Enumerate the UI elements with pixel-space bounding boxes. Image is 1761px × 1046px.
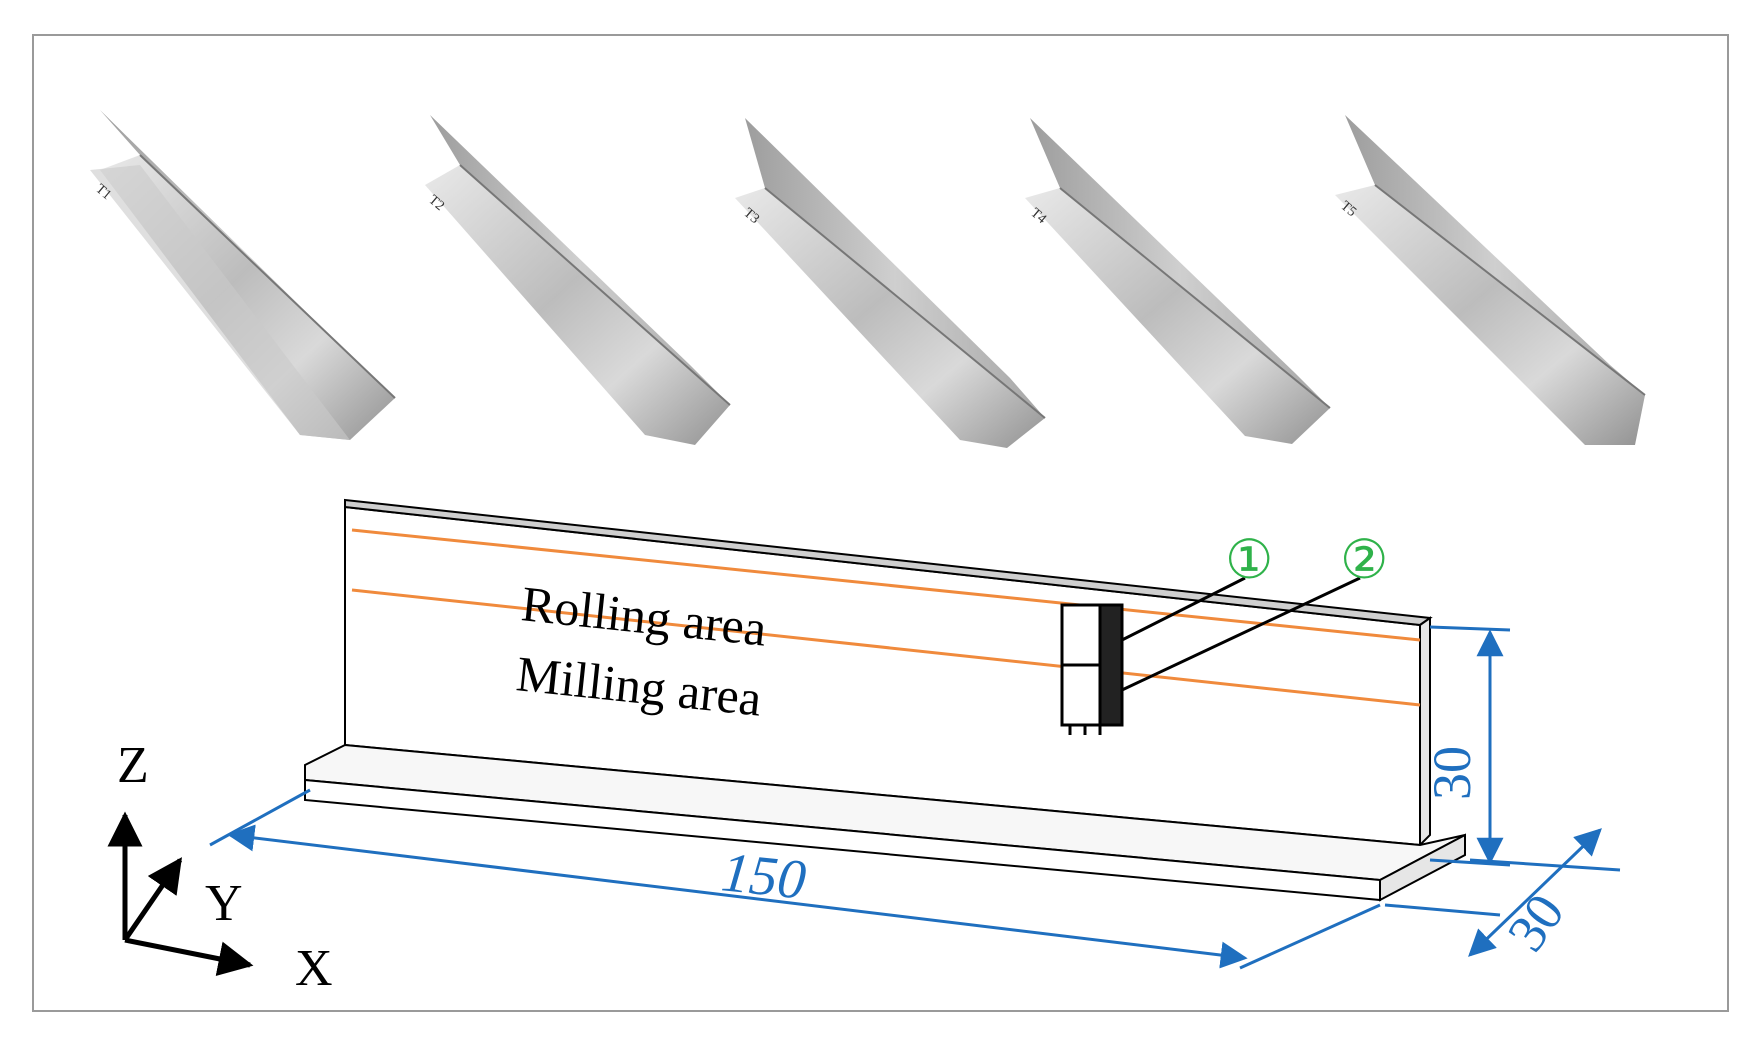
y-axis-arrow <box>122 857 183 942</box>
width-dimension-label: 30 <box>1496 883 1576 962</box>
axis-triad <box>107 811 254 976</box>
marker-1: ① <box>1225 530 1273 590</box>
marker-2: ② <box>1340 530 1388 590</box>
rolling-band-upper-line <box>351 528 1421 642</box>
z-axis-label: Z <box>117 737 149 794</box>
y-axis-label: Y <box>205 875 243 932</box>
x-axis-label: X <box>295 940 333 997</box>
specimen-photo-1: T1 <box>90 110 396 440</box>
t-joint-drawing <box>304 498 1466 902</box>
flange-end <box>1379 833 1466 902</box>
specimen-photo-3: T3 <box>735 118 1046 448</box>
x-axis-arrow <box>124 937 254 976</box>
height-dimension <box>1429 625 1511 867</box>
marker-2-leader <box>1121 576 1361 692</box>
length-dimension <box>209 788 1381 970</box>
height-dimension-label: 30 <box>1422 746 1482 800</box>
specimen-photo-5: T5 <box>1335 115 1646 445</box>
sample-block <box>1060 603 1124 735</box>
width-dimension <box>1384 828 1621 957</box>
specimen-photo-4: T4 <box>1025 118 1331 444</box>
specimen-photo-2: T2 <box>425 115 731 445</box>
marker-1-leader <box>1121 576 1246 642</box>
length-dimension-label: 150 <box>719 841 809 911</box>
rolling-band-lower-line <box>351 588 1421 707</box>
web-end-face <box>1419 616 1431 848</box>
